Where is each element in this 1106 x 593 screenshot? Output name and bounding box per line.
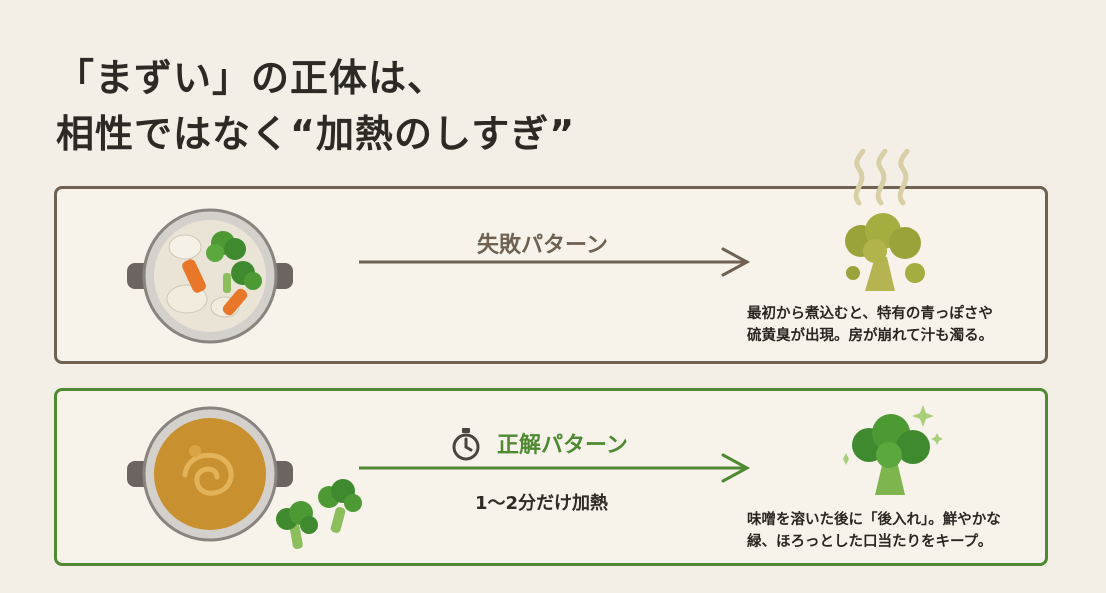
fail-description: 最初から煮込むと、特有の青っぽさや 硫黄臭が出現。房が崩れて汁も濁る。: [747, 303, 993, 347]
heating-time-text: 1～2分だけ加熱: [475, 493, 609, 514]
headline: 「まずい」の正体は、 相性ではなく“加熱のしすぎ”: [56, 50, 575, 162]
fail-pattern-label: 失敗パターン: [477, 233, 608, 258]
ok-pattern-card: 正解パターン 1～2分だけ加熱 味噌を溶いた後に「後入れ」。鮮やかな 緑、ほろっ…: [54, 388, 1048, 566]
overcooked-broccoli-icon: [845, 213, 925, 291]
headline-line-1: 「まずい」の正体は、: [56, 56, 447, 100]
ok-description-line-1: 味噌を溶いた後に「後入れ」。鮮やかな: [747, 512, 1001, 528]
fail-description-line-1: 最初から煮込むと、特有の青っぽさや: [747, 306, 993, 322]
miso-soup-pot-icon: [127, 406, 293, 542]
broccoli-florets-icon: [276, 479, 362, 550]
stopwatch-icon: [452, 428, 480, 461]
fail-pattern-card: 失敗パターン 最初から煮込むと、特有の青っぽさや 硫黄臭が出現。房が崩れて汁も濁…: [54, 149, 1048, 364]
pot-with-vegetables-icon: [127, 208, 293, 344]
steam-icon: [853, 149, 910, 206]
ok-pattern-label: 正解パターン: [497, 433, 628, 458]
fail-description-line-2: 硫黄臭が出現。房が崩れて汁も濁る。: [747, 328, 994, 344]
headline-line-2: 相性ではなく“加熱のしすぎ”: [56, 112, 576, 156]
ok-description-line-2: 緑、ほろっとした口当たりをキープ。: [747, 534, 993, 550]
arrow-right-icon: [359, 247, 751, 277]
fresh-broccoli-icon: [843, 405, 943, 495]
arrow-right-icon: [359, 453, 751, 483]
ok-description: 味噌を溶いた後に「後入れ」。鮮やかな 緑、ほろっとした口当たりをキープ。: [747, 509, 1001, 553]
